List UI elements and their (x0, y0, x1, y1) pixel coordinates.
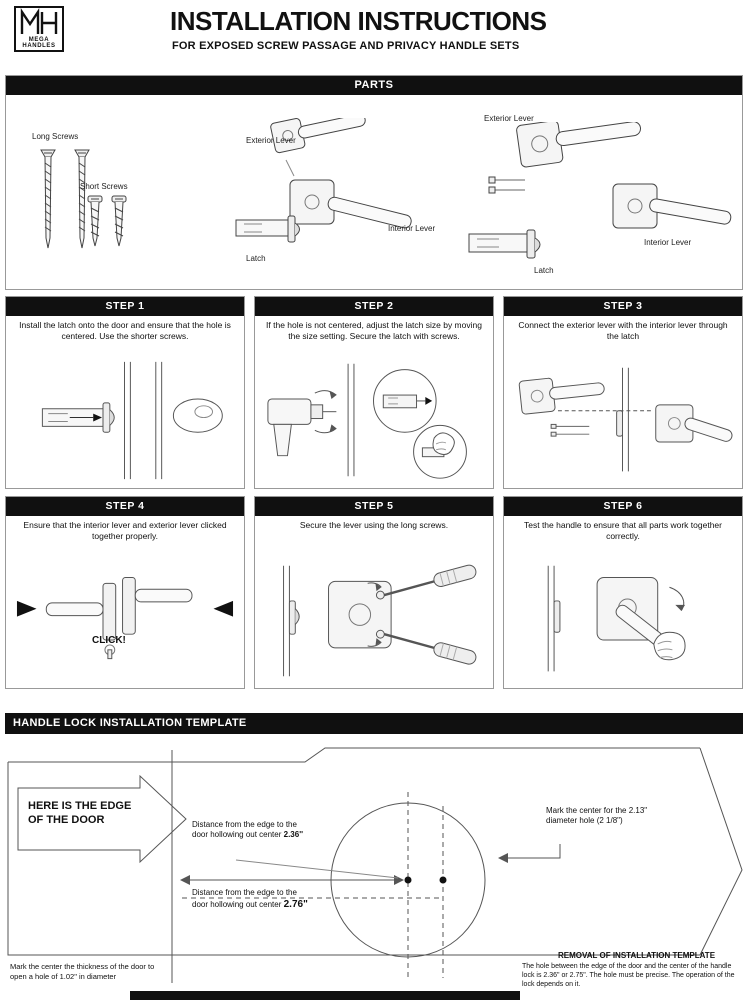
distance-276-value: 2.76" (283, 899, 308, 911)
short-screws-illustration (87, 195, 127, 247)
distance-276-label: Distance from the edge to the door hollo… (192, 888, 308, 911)
step-3-box: STEP 3 Connect the exterior lever with t… (503, 296, 743, 489)
page-subtitle: FOR EXPOSED SCREW PASSAGE AND PRIVACY HA… (172, 40, 520, 52)
label-set-b-interior-lever: Interior Lever (644, 238, 692, 247)
handle-set-a-illustration (235, 118, 412, 243)
step-2-illustration (267, 363, 467, 479)
parts-section: PARTS Long Screws Short Screws (5, 75, 743, 290)
distance-236-label: Distance from the edge to the door hollo… (192, 820, 303, 840)
handle-set-b-illustration (468, 122, 732, 259)
label-short-screws: Short Screws (80, 182, 128, 191)
step-2-text: If the hole is not centered, adjust the … (266, 320, 482, 341)
step-1-illustration (41, 361, 223, 480)
step-1-text: Install the latch onto the door and ensu… (19, 320, 231, 341)
steps-row-1: STEP 1 Install the latch onto the door a… (5, 296, 743, 489)
step-6-box: STEP 6 Test the handle to ensure that al… (503, 496, 743, 689)
template-drawing (7, 747, 743, 983)
step-5-title: STEP 5 (255, 497, 493, 516)
step-3-illustration (518, 367, 733, 472)
installation-template: HERE IS THE EDGE OF THE DOOR Distance fr… (0, 740, 748, 1000)
step-6-text: Test the handle to ensure that all parts… (524, 520, 722, 541)
label-set-a-latch: Latch (246, 254, 266, 263)
mega-handles-logo: MEGA HANDLES (14, 6, 64, 52)
mark-center-hole-label: Mark the center for the 2.13" diameter h… (546, 806, 648, 826)
mh-monogram-icon (20, 8, 58, 34)
step-5-illustration (283, 564, 477, 677)
label-set-a-exterior-lever: Exterior Lever (246, 136, 296, 145)
step-3-title: STEP 3 (504, 297, 742, 316)
label-set-b-latch: Latch (534, 266, 554, 275)
label-set-a-interior-lever: Interior Lever (388, 224, 436, 233)
page-title: INSTALLATION INSTRUCTIONS (170, 6, 547, 36)
step-4-text: Ensure that the interior lever and exter… (23, 520, 227, 541)
distance-236-value: 2.36'' (283, 830, 303, 840)
label-long-screws: Long Screws (32, 132, 79, 141)
edge-of-door-label: HERE IS THE EDGE OF THE DOOR (28, 800, 132, 826)
step-5-box: STEP 5 Secure the lever using the long s… (254, 496, 494, 689)
label-set-b-exterior-lever: Exterior Lever (484, 114, 534, 123)
step-4-illustration (16, 576, 234, 660)
step-6-illustration (547, 565, 686, 672)
page-header: MEGA HANDLES INSTALLATION INSTRUCTIONS F… (0, 0, 748, 65)
step-2-box: STEP 2 If the hole is not centered, adju… (254, 296, 494, 489)
mark-thickness-label: Mark the center the thickness of the doo… (10, 962, 155, 981)
step-2-title: STEP 2 (255, 297, 493, 316)
parts-section-title: PARTS (6, 76, 742, 95)
step-3-text: Connect the exterior lever with the inte… (518, 320, 728, 341)
step-4-box: STEP 4 Ensure that the interior lever an… (5, 496, 245, 689)
removal-text: The hole between the edge of the door an… (522, 963, 735, 989)
step-1-title: STEP 1 (6, 297, 244, 316)
click-annotation: CLICK! (92, 635, 126, 646)
removal-title: REMOVAL OF INSTALLATION TEMPLATE (558, 951, 716, 960)
bottom-black-bar (130, 991, 520, 1000)
step-4-title: STEP 4 (6, 497, 244, 516)
template-section-title: HANDLE LOCK INSTALLATION TEMPLATE (5, 713, 743, 734)
step-5-text: Secure the lever using the long screws. (299, 520, 449, 530)
logo-brand-text: MEGA HANDLES (22, 37, 56, 49)
steps-row-2: STEP 4 Ensure that the interior lever an… (5, 496, 743, 689)
step-6-title: STEP 6 (504, 497, 742, 516)
step-1-box: STEP 1 Install the latch onto the door a… (5, 296, 245, 489)
